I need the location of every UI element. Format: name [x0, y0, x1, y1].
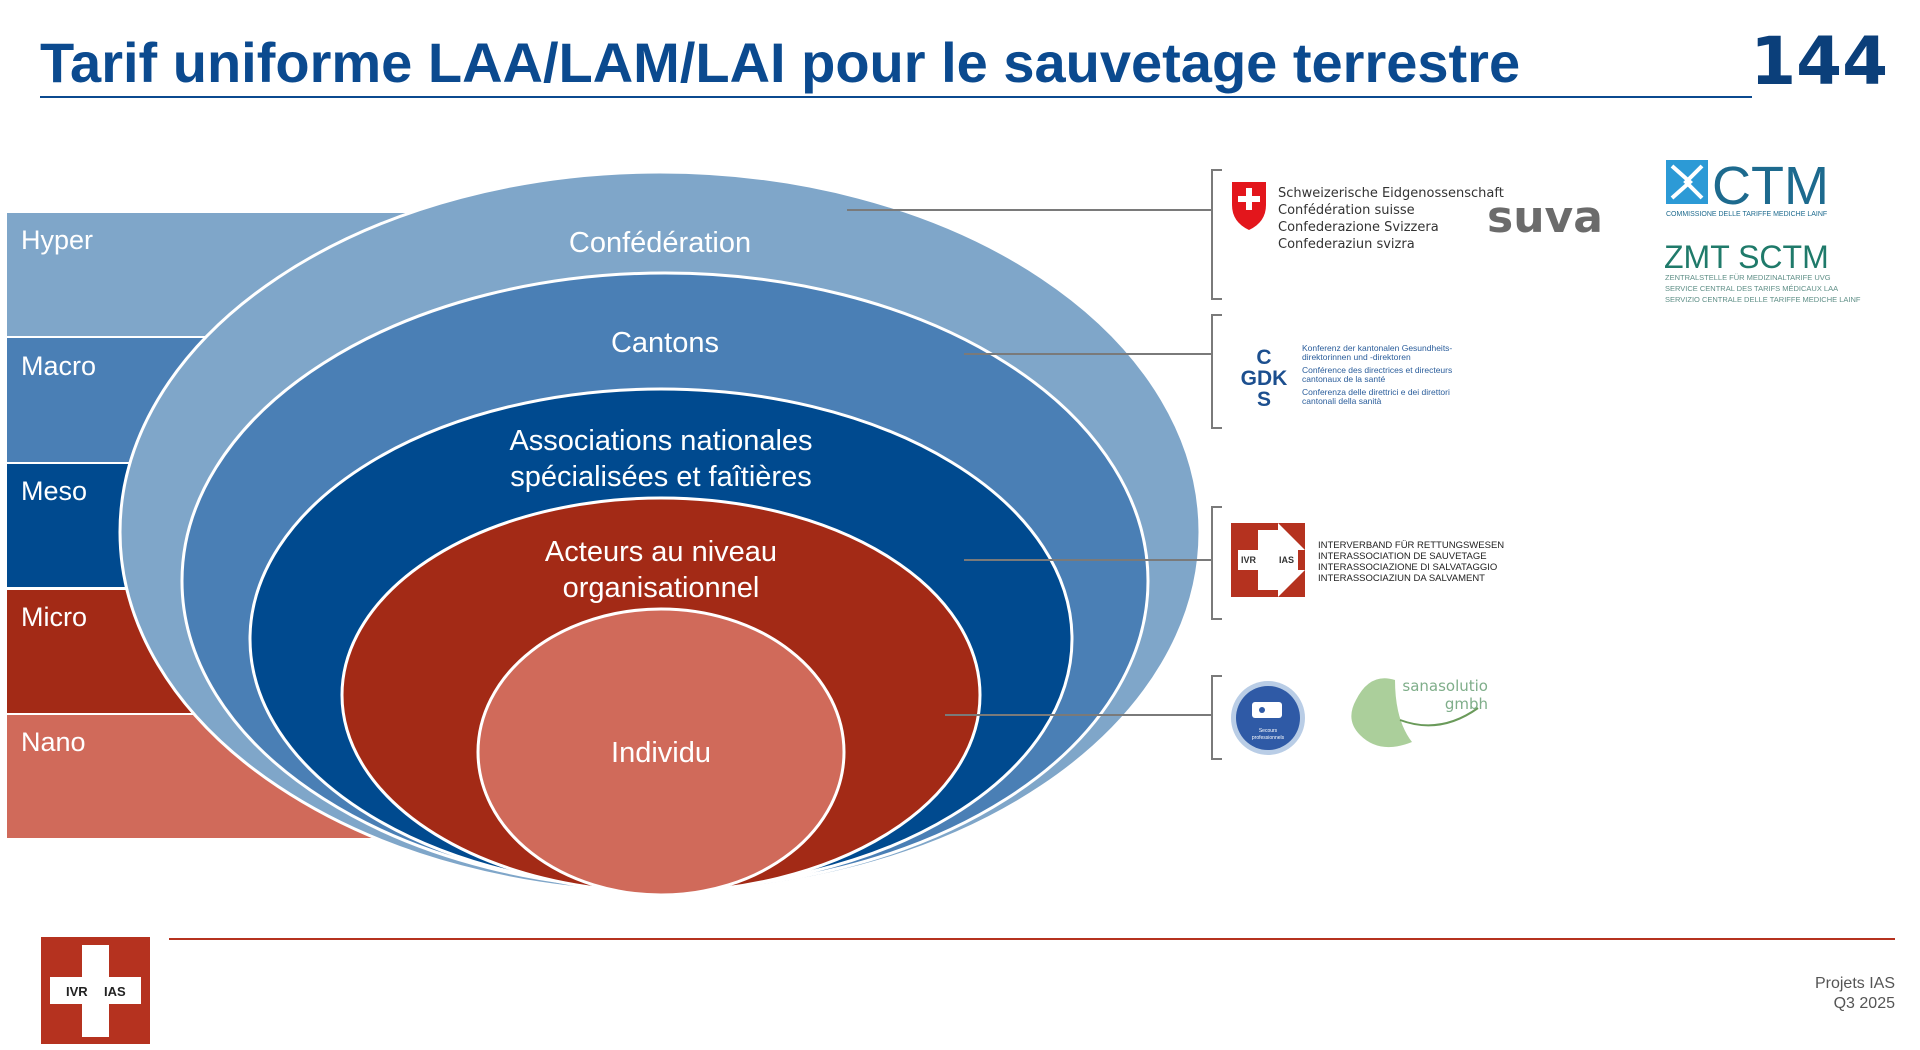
band-label-meso: Meso [21, 476, 87, 506]
ellipse-individu [476, 607, 846, 897]
label-associations-2: spécialisées et faîtières [510, 461, 811, 493]
footer-logo-mark: IAS [104, 984, 126, 999]
ivr-text: INTERVERBAND FÜR RETTUNGSWESEN [1318, 540, 1504, 551]
ivr-mark: IAS [1279, 555, 1294, 565]
connectors [847, 169, 1222, 760]
secours-professionnels-logo: Secours professionnels [1231, 681, 1305, 755]
label-associations-1: Associations nationales [509, 425, 812, 457]
secours-text: professionnels [1252, 735, 1285, 741]
label-cantons: Cantons [611, 327, 719, 359]
gdk-cds-logo: C GDK S Konferenz der kantonalen Gesundh… [1241, 343, 1453, 411]
logo-text: Confédération suisse [1278, 203, 1415, 218]
ginkgo-leaf-icon [1351, 678, 1412, 748]
gdk-mark: S [1257, 388, 1271, 411]
ctm-name: CTM [1712, 156, 1829, 216]
footer-logo-mark: IVR [66, 984, 88, 999]
page-number-144: 144 [1750, 23, 1888, 100]
sanasolutio-logo: sanasolutio gmbh [1351, 677, 1488, 748]
sanasolutio-text: sanasolutio [1402, 677, 1488, 695]
logo-text: Schweizerische Eidgenossenschaft [1278, 186, 1504, 201]
zmt-sctm-logo: ZMT SCTM ZENTRALSTELLE FÜR MEDIZINALTARI… [1664, 239, 1861, 304]
ivr-text: INTERASSOCIAZIUN DA SALVAMENT [1318, 573, 1485, 584]
gdk-mark: GDK [1241, 367, 1288, 390]
zmt-sub: ZENTRALSTELLE FÜR MEDIZINALTARIFE UVG [1665, 273, 1831, 282]
nested-ellipses [118, 170, 1202, 897]
logo-text: Confederazione Svizzera [1278, 220, 1439, 235]
band-label-micro: Micro [21, 602, 87, 632]
gdk-text: Konferenz der kantonalen Gesundheits- [1302, 343, 1452, 353]
ambulance-icon [1252, 702, 1282, 718]
page-title: Tarif uniforme LAA/LAM/LAI pour le sauve… [40, 31, 1520, 94]
ivr-text: INTERASSOCIATION DE SAUVETAGE [1318, 551, 1487, 562]
zmt-sub: SERVIZIO CENTRALE DELLE TARIFFE MEDICHE … [1665, 295, 1861, 304]
ivr-text: INTERASSOCIAZIONE DI SALVATAGGIO [1318, 562, 1497, 573]
label-individu: Individu [611, 737, 711, 769]
label-acteurs-1: Acteurs au niveau [545, 536, 777, 568]
footer-project: Projets IAS [1815, 975, 1895, 992]
gdk-text: Conférence des directrices et directeurs [1302, 365, 1452, 375]
gdk-text: direktorinnen und -direktoren [1302, 352, 1411, 362]
swiss-confederation-logo: Schweizerische Eidgenossenschaft Confédé… [1232, 182, 1504, 252]
ctm-logo: CTM COMMISSIONE DELLE TARIFFE MEDICHE LA… [1666, 156, 1829, 218]
label-confederation: Confédération [569, 227, 751, 259]
gdk-text: Conferenza delle direttrici e dei dirett… [1302, 387, 1450, 397]
footer-period: Q3 2025 [1834, 995, 1895, 1012]
band-label-hyper: Hyper [21, 225, 93, 255]
zmt-sub: SERVICE CENTRAL DES TARIFS MÉDICAUX LAA [1665, 284, 1838, 293]
ivr-mark: IVR [1241, 555, 1257, 565]
label-acteurs-2: organisationnel [563, 572, 760, 604]
gdk-mark: C [1256, 346, 1271, 369]
secours-text: Secours [1259, 728, 1278, 734]
band-label-macro: Macro [21, 351, 96, 381]
gdk-text: cantonaux de la santé [1302, 374, 1385, 384]
ctm-sub: COMMISSIONE DELLE TARIFFE MEDICHE LAINF [1666, 211, 1827, 218]
band-label-nano: Nano [21, 727, 86, 757]
footer-ivr-logo: IVR IAS [41, 937, 150, 1044]
gdk-text: cantonali della sanità [1302, 396, 1382, 406]
ivr-ias-logo: IVR IAS INTERVERBAND FÜR RETTUNGSWESEN I… [1231, 523, 1504, 597]
sanasolutio-text: gmbh [1445, 695, 1488, 713]
zmt-name: ZMT SCTM [1664, 239, 1829, 275]
logo-text: Confederaziun svizra [1278, 237, 1415, 252]
suva-logo: suva [1487, 192, 1603, 243]
